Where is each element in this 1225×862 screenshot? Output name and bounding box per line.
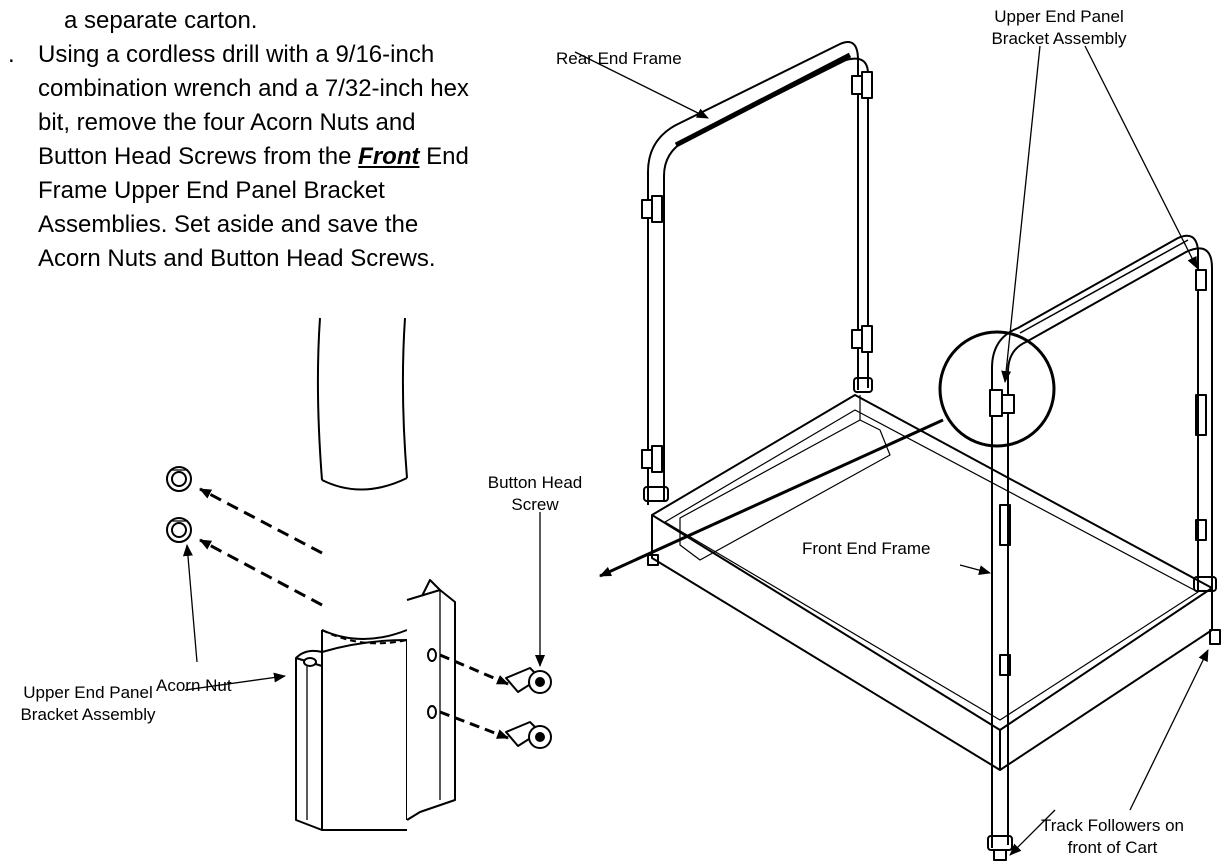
instruction-text: a separate carton. . Using a cordless dr… [8, 4, 538, 276]
instruction-line-4-b: End [419, 143, 469, 170]
step-marker: . [8, 41, 15, 68]
cart-illustration [574, 41, 1221, 861]
label-front-end-frame: Front End Frame [802, 539, 931, 558]
label-button-head-screw: Button Head Screw [460, 472, 610, 516]
instruction-line-prev: a separate carton. [64, 7, 258, 34]
label-upper-end-panel-detail-line2: Bracket Assembly [20, 705, 156, 724]
detail-callout-circle [938, 330, 1056, 448]
bracket-detail [166, 317, 552, 831]
label-track-followers-line2: front of Cart [1067, 838, 1158, 857]
instruction-line-1: Using a cordless drill with a 9/16-inch [38, 41, 435, 68]
label-button-head-line2: Screw [511, 495, 559, 514]
instruction-line-3: bit, remove the four Acorn Nuts and [38, 109, 416, 136]
label-rear-end-frame: Rear End Frame [556, 49, 682, 68]
label-track-followers: Track Followers on front of Cart [1030, 815, 1195, 859]
label-upper-end-panel-detail-line1: Upper End Panel [23, 683, 153, 702]
cart-base [651, 394, 1213, 771]
instruction-line-7: Acorn Nuts and Button Head Screws. [38, 245, 436, 272]
acorn-nut-1 [166, 466, 192, 492]
front-end-frame [987, 234, 1221, 861]
label-acorn-nut: Acorn Nut [156, 676, 232, 695]
tube-band-top [321, 477, 408, 491]
detail-callout-line [599, 418, 944, 578]
instruction-line-6: Assemblies. Set aside and save the [38, 211, 419, 238]
tube-band-bottom [321, 629, 408, 640]
label-button-head-line1: Button Head [487, 473, 583, 492]
label-upper-end-panel-top: Upper End Panel Bracket Assembly [984, 6, 1134, 50]
label-track-followers-line1: Track Followers on [1041, 816, 1184, 835]
instruction-line-4: Button Head Screws from the Front End [38, 140, 538, 174]
acorn-nut-2 [166, 517, 192, 543]
label-upper-end-panel-detail: Upper End Panel Bracket Assembly [2, 682, 174, 726]
label-upper-end-panel-top-line2: Bracket Assembly [991, 29, 1127, 48]
instruction-line-4-a: Button Head Screws from the [38, 143, 359, 170]
button-head-screw-2 [505, 721, 552, 749]
instruction-line-5: Frame Upper End Panel Bracket [38, 177, 385, 204]
rear-end-frame [641, 41, 873, 566]
instruction-line-2: combination wrench and a 7/32-inch hex [38, 75, 469, 102]
button-head-screw-1 [505, 667, 552, 694]
front-emphasis: Front [358, 143, 420, 170]
label-upper-end-panel-top-line1: Upper End Panel [994, 7, 1124, 26]
